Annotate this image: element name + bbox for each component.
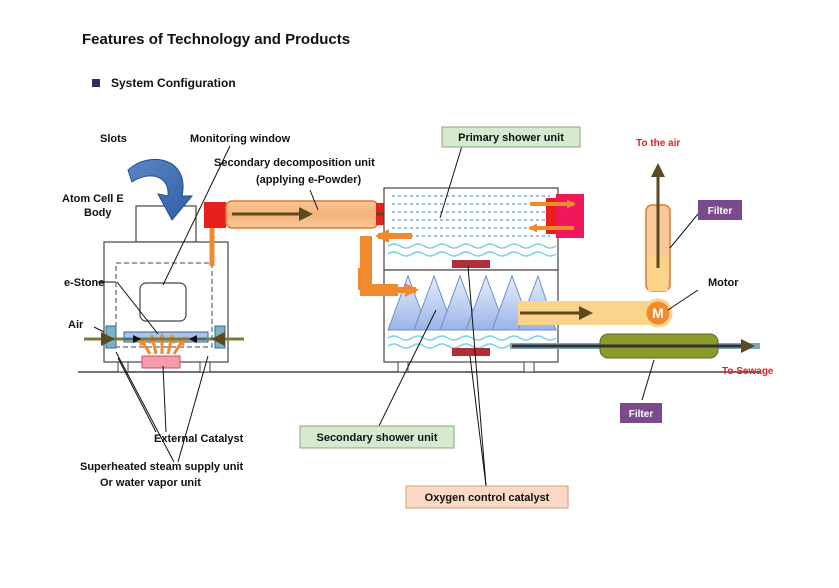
oxygen-catalyst-bottom [452,348,490,356]
air-port-right [214,325,226,349]
label-atom-cell-1: Atom Cell E [62,193,124,205]
monitoring-window [139,282,187,322]
label-motor: Motor [708,277,739,289]
external-catalyst-heater [141,355,181,369]
page-title: Features of Technology and Products [82,31,351,48]
label-secondary-decomposition-1: Secondary decomposition unit [214,157,375,169]
label-to-the-air: To the air [636,138,680,149]
label-slots: Slots [100,133,127,145]
primary-shower-label-bg [441,126,581,148]
label-to-sewage: To Sewage [722,366,774,377]
filter-top-badge [698,200,742,220]
filter-bottom-badge [620,403,662,423]
label-secondary-decomposition-2: (applying e-Powder) [256,174,361,186]
bullet-square [92,79,100,87]
primary-water-waves [387,243,557,257]
label-monitoring-window: Monitoring window [190,133,291,145]
section-label: System Configuration [111,76,236,90]
label-secondary-shower-unit: Secondary shower unit [316,432,437,444]
label-steam-1: Superheated steam supply unit [80,461,244,473]
secondary-shower-label-bg [299,425,455,449]
primary-spray-dashes [392,195,550,237]
label-filter-bottom: Filter [629,409,654,420]
sewage-line [510,333,760,359]
shower-units [358,187,584,373]
oxygen-catalyst-top [452,260,490,268]
leader-lines [93,145,699,487]
motor-icon [643,298,673,328]
slots-box [135,205,197,243]
exhaust-duct: M [518,163,673,328]
atom-cell-body [84,205,244,373]
label-air: Air [68,319,84,331]
label-oxygen-control-catalyst: Oxygen control catalyst [425,492,550,504]
cell-inner-dashed [115,262,213,348]
label-atom-cell-2: Body [84,207,112,219]
air-port-left [105,325,117,349]
label-e-stone: e-Stone [64,277,104,289]
oxygen-catalyst-label-bg [405,485,569,509]
slots-curved-arrow [127,158,194,221]
pink-connector-right [556,194,584,238]
red-connector-left [204,202,226,228]
label-filter-top: Filter [708,206,733,217]
motor-symbol: M [652,305,664,321]
label-steam-2: Or water vapor unit [100,477,201,489]
label-external-catalyst: External Catalyst [154,433,244,445]
label-primary-shower-unit: Primary shower unit [458,132,564,144]
